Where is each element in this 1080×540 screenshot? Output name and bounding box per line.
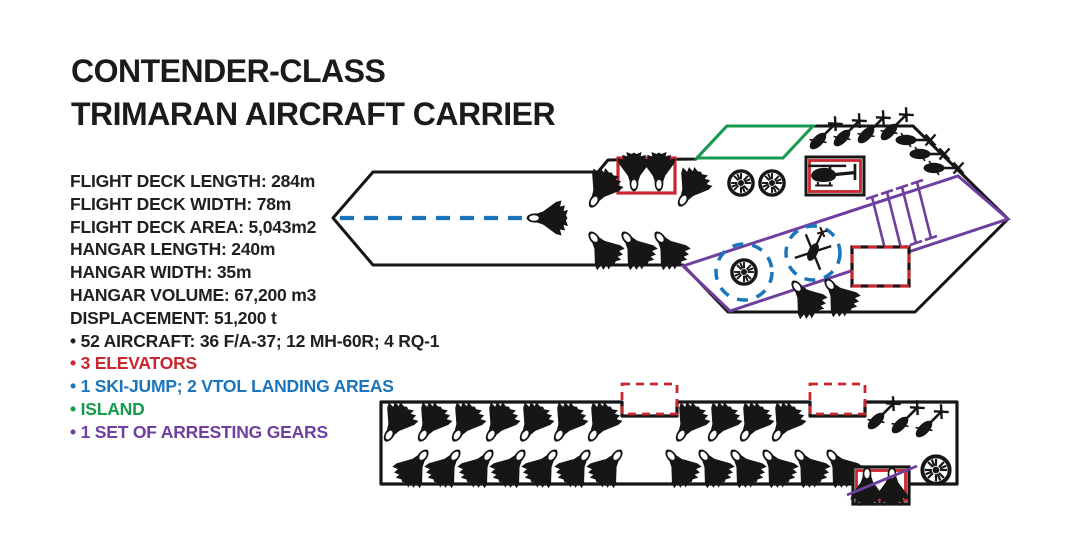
flight-deck-diagram bbox=[331, 104, 1011, 325]
hangar-deck-diagram bbox=[370, 382, 959, 506]
spec-line: HANGAR LENGTH: 240m bbox=[70, 239, 276, 260]
title-line1: CONTENDER-CLASS bbox=[71, 53, 386, 89]
hangar-ramp-line bbox=[846, 464, 918, 497]
elevator-3-outline bbox=[850, 245, 911, 288]
title-line2: TRIMARAN AIRCRAFT CARRIER bbox=[71, 96, 556, 132]
hangar-elevator-2-red-dashes bbox=[808, 382, 867, 416]
spec-line: • 3 ELEVATORS bbox=[70, 353, 198, 374]
page-title: CONTENDER-CLASS TRIMARAN AIRCRAFT CARRIE… bbox=[71, 50, 556, 136]
spec-line: • 52 AIRCRAFT: 36 F/A-37; 12 MH-60R; 4 R… bbox=[70, 330, 440, 351]
rq1-drone-icon bbox=[920, 454, 952, 486]
hangar-elevator-1-red-dashes bbox=[620, 382, 679, 416]
spec-line: HANGAR WIDTH: 35m bbox=[70, 262, 252, 283]
spec-line: DISPLACEMENT: 51,200 t bbox=[70, 307, 277, 328]
rq1-drone-icon bbox=[730, 258, 758, 286]
spec-line: • 1 SET OF ARRESTING GEARS bbox=[70, 421, 328, 442]
vtol-landing-circle-2 bbox=[784, 224, 842, 282]
rq1-drone-icon bbox=[727, 169, 755, 197]
elevator-2-red-border bbox=[808, 159, 862, 193]
arresting-gear-area bbox=[680, 174, 1011, 313]
spec-line: HANGAR VOLUME: 67,200 m3 bbox=[70, 284, 317, 305]
spec-line: • 1 SKI-JUMP; 2 VTOL LANDING AREAS bbox=[70, 376, 394, 397]
vtol-landing-circle-1 bbox=[714, 242, 774, 302]
spec-line: FLIGHT DECK AREA: 5,043m2 bbox=[70, 216, 317, 237]
rq1-drone-icon bbox=[758, 169, 786, 197]
spec-line: FLIGHT DECK WIDTH: 78m bbox=[70, 193, 292, 214]
spec-line: • ISLAND bbox=[70, 398, 145, 419]
spec-line: FLIGHT DECK LENGTH: 284m bbox=[70, 171, 316, 191]
island-outline bbox=[693, 124, 817, 160]
